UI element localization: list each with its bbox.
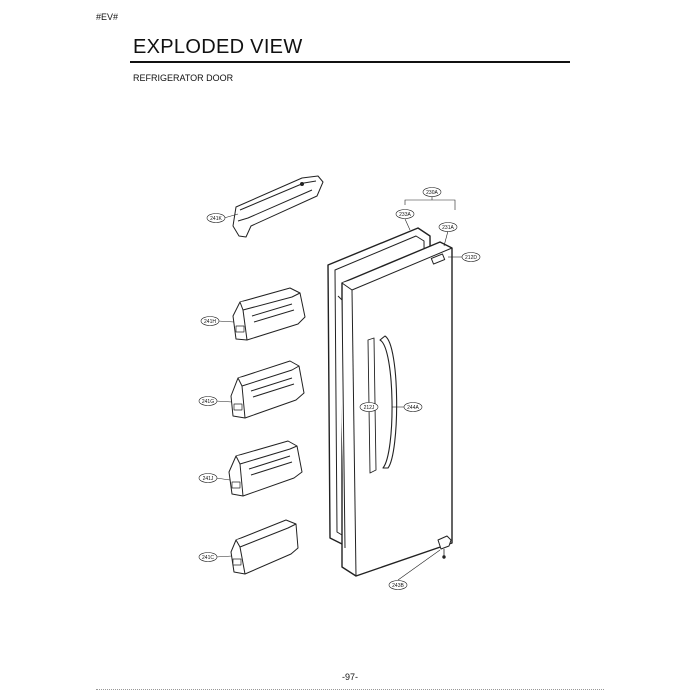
title-divider: [130, 61, 570, 63]
callout-244A: 244A: [403, 402, 423, 412]
callout-241G: 241G: [198, 396, 218, 406]
svg-text:241H: 241H: [204, 319, 216, 325]
svg-text:243B: 243B: [392, 583, 404, 589]
callout-241K: 241K: [206, 213, 226, 223]
svg-text:231A: 231A: [442, 225, 454, 231]
svg-text:241G: 241G: [202, 399, 214, 405]
bottom-hinge-part: [437, 535, 452, 559]
svg-text:233A: 233A: [399, 212, 411, 218]
refrigerator-door-part: [337, 241, 453, 577]
leader-lines: [215, 196, 462, 581]
callout-212J: 212J: [359, 402, 379, 412]
svg-text:212D: 212D: [465, 255, 477, 261]
callout-241H: 241H: [200, 316, 220, 326]
svg-text:212J: 212J: [364, 405, 375, 411]
page-number: -97-: [341, 672, 358, 682]
door-basket-4-part: [230, 519, 299, 575]
page-title: EXPLODED VIEW: [133, 36, 303, 58]
svg-text:241C: 241C: [202, 555, 214, 561]
callout-243B: 243B: [388, 580, 408, 590]
callout-230A: 230A: [422, 187, 442, 197]
callout-241J: 241J: [198, 473, 218, 483]
svg-text:230A: 230A: [426, 190, 438, 196]
callout-233A: 233A: [395, 209, 415, 219]
door-basket-3-part: [228, 440, 303, 497]
callout-241C: 241C: [198, 552, 218, 562]
door-basket-1-part: [232, 287, 306, 341]
header-code: #EV#: [96, 12, 119, 22]
svg-text:241K: 241K: [210, 216, 222, 222]
handle-cover-part: [232, 175, 324, 238]
svg-text:241J: 241J: [203, 476, 214, 482]
door-basket-2-part: [230, 360, 305, 419]
svg-text:244A: 244A: [407, 405, 419, 411]
section-subtitle: REFRIGERATOR DOOR: [133, 73, 234, 83]
callout-231A: 231A: [438, 222, 458, 232]
footer-divider: [96, 689, 604, 690]
callout-212D: 212D: [461, 252, 481, 262]
